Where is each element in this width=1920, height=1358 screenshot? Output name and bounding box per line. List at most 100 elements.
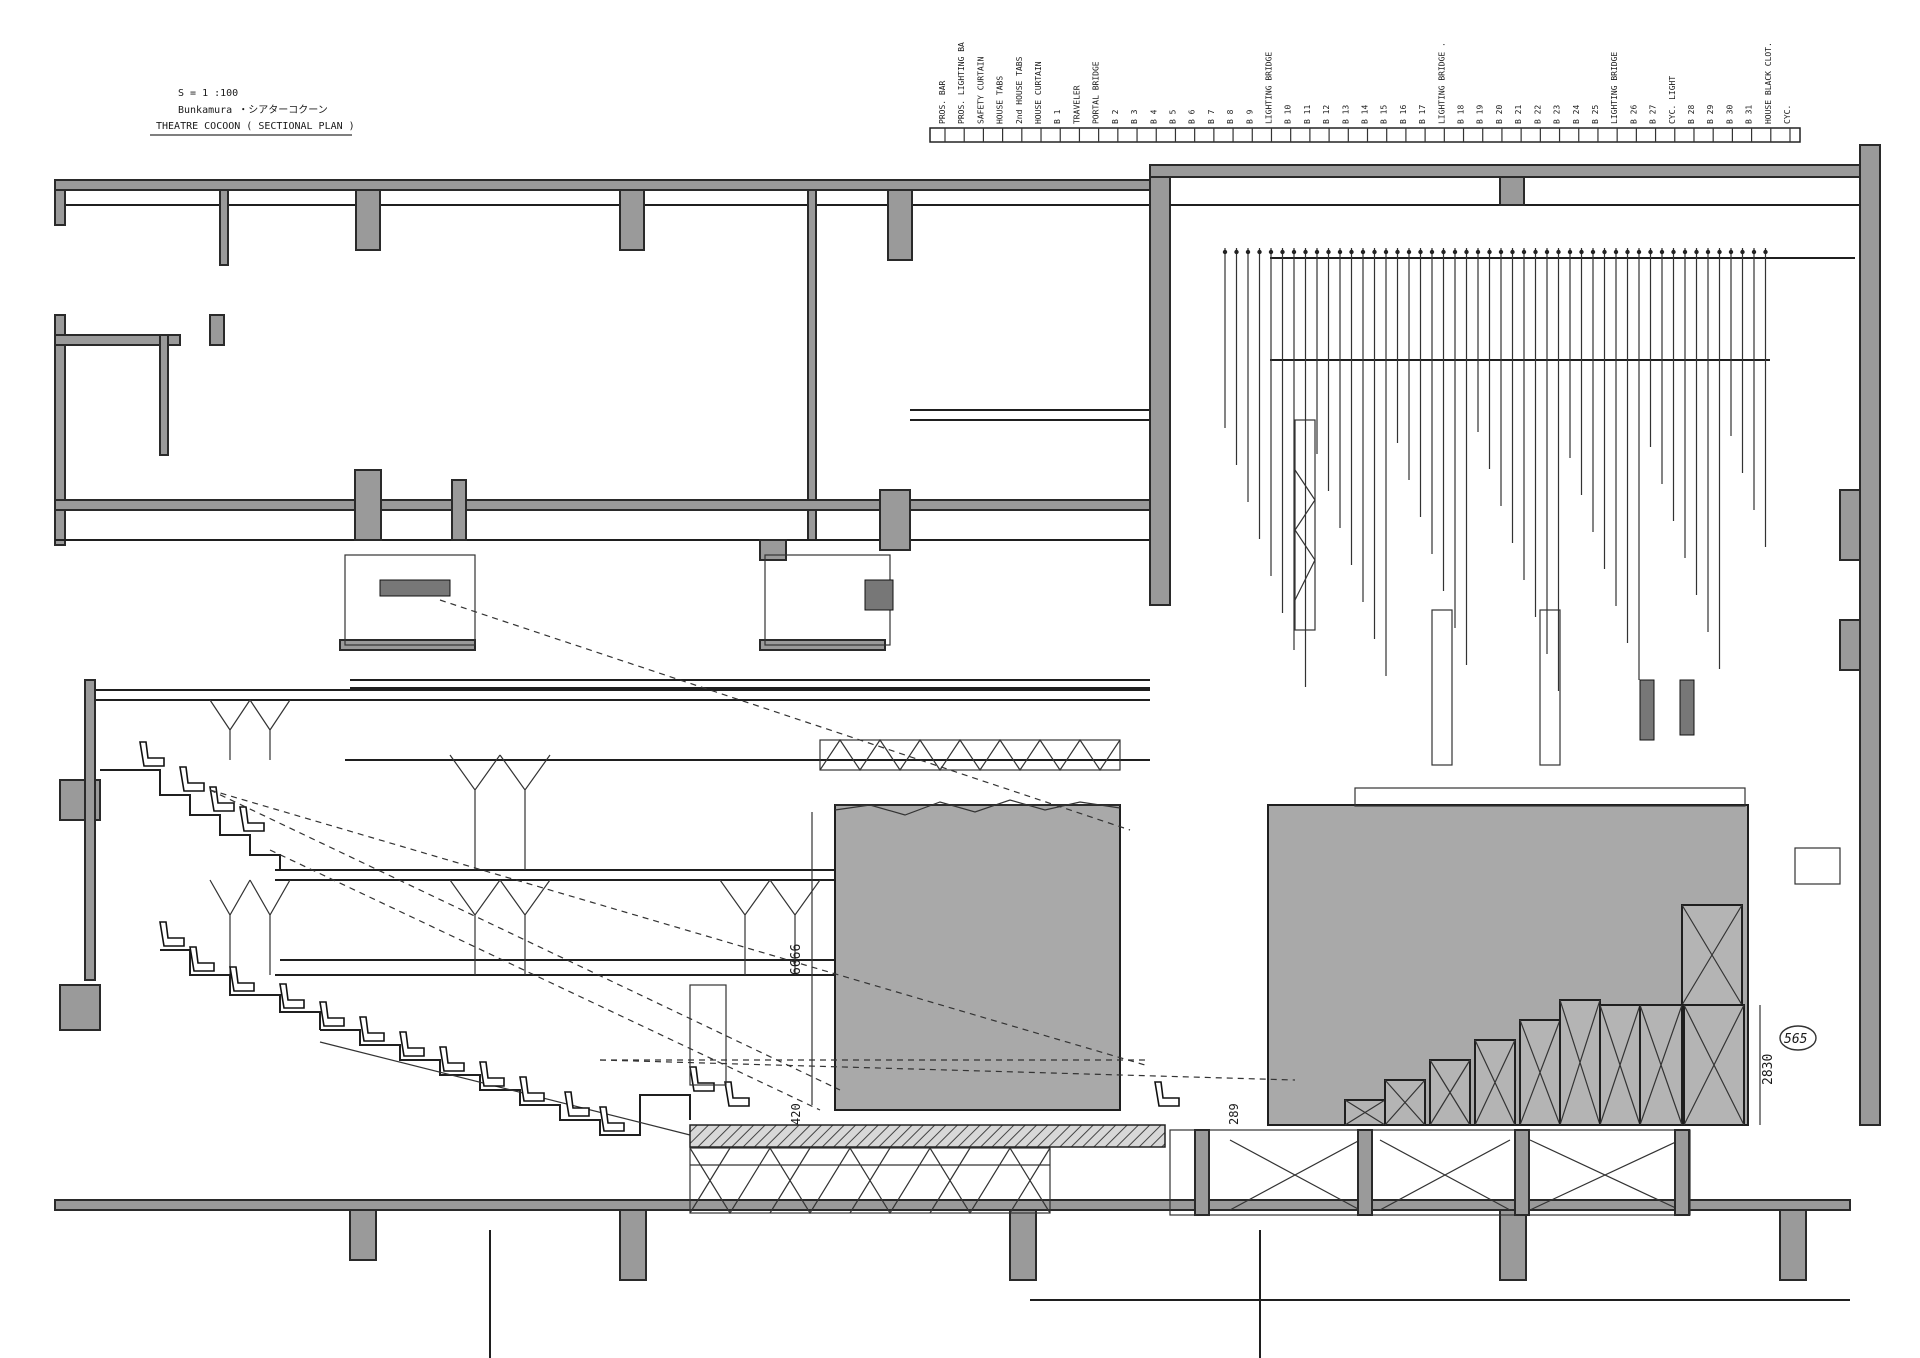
- fly-bar-pulley: [1441, 249, 1446, 255]
- fly-bar-label: HOUSE TABS: [996, 76, 1005, 124]
- fly-tower-right-wall: [1859, 144, 1881, 1126]
- dim-floor-label: 420: [789, 1103, 803, 1125]
- fly-bar-label: B 28: [1687, 105, 1696, 124]
- fly-bar-pulley: [1705, 249, 1711, 255]
- fly-bar-pulley: [1418, 249, 1423, 255]
- fly-bar-label: CYC. LIGHT: [1668, 76, 1677, 124]
- fly-bar-pulley: [1717, 249, 1722, 255]
- fly-bar-pulley: [1349, 249, 1354, 255]
- dim-riser-label: 289: [1227, 1103, 1241, 1125]
- riser-block: [1384, 1079, 1426, 1126]
- fly-bar-pulley: [1337, 249, 1343, 255]
- lighting-pipe: [1354, 787, 1746, 807]
- seat: [279, 983, 305, 1009]
- fly-bar-pulley: [1602, 249, 1607, 255]
- roof-pillar-3: [619, 189, 645, 251]
- lift-post-2: [1357, 1129, 1373, 1216]
- fly-bar-label: B 20: [1495, 105, 1504, 124]
- roof-stub-1: [54, 189, 66, 226]
- lift-post-4: [1674, 1129, 1690, 1216]
- fly-tower-roof: [1149, 164, 1881, 178]
- fly-bar-label: B 21: [1514, 105, 1523, 124]
- basement-pillar-3: [1009, 1209, 1037, 1281]
- fly-bar-pulley: [1326, 249, 1331, 255]
- fly-bar-pulley: [1556, 249, 1561, 255]
- riser-block: [1474, 1039, 1516, 1126]
- fly-bar-label: B 5: [1168, 109, 1177, 124]
- fly-bar-label: B 3: [1130, 109, 1139, 124]
- fly-bar-label: HOUSE BLACK CLOT.: [1764, 42, 1773, 124]
- fly-bar-pulley: [1625, 249, 1630, 255]
- title-block: S = 1 :100 Bunkamura ・シアターコクーン THEATRE C…: [150, 88, 355, 136]
- fly-bar-pulley: [1222, 249, 1228, 255]
- seat: [689, 1066, 715, 1092]
- fly-bars: [1222, 248, 1855, 691]
- fly-bar-label: B 23: [1553, 105, 1562, 124]
- fly-bar-pulley: [1280, 249, 1285, 255]
- fly-bar-pulley: [1395, 249, 1400, 255]
- proscenium-door: [689, 984, 727, 1086]
- basement-pillar-2: [619, 1209, 647, 1281]
- fly-bar-pulley: [1636, 249, 1642, 255]
- roof-pillar-2: [355, 189, 381, 251]
- fly-bar-label: B 9: [1245, 109, 1254, 124]
- fly-bar-label: B 8: [1226, 109, 1235, 124]
- balcony-rake: [100, 769, 691, 1136]
- riser-block: [1429, 1059, 1471, 1126]
- seat: [159, 921, 185, 947]
- basement-slab: [54, 1199, 1851, 1211]
- fly-bar-pulley: [1740, 249, 1745, 255]
- riser-block: [1683, 1004, 1745, 1126]
- fly-bar-label: PORTAL BRIDGE: [1092, 61, 1101, 124]
- fly-bar-pulley: [1579, 249, 1584, 255]
- fly-bar-label: B 24: [1572, 105, 1581, 124]
- fly-bar-label: B 14: [1361, 105, 1370, 124]
- fly-bar-label: B 22: [1533, 105, 1542, 124]
- fly-bar-pulley: [1533, 249, 1538, 255]
- annex-stub: [209, 314, 225, 346]
- fly-bar-label: B 19: [1476, 105, 1485, 124]
- riser-block: [1639, 1004, 1683, 1126]
- curtain-edge: [834, 799, 1121, 816]
- riser-block: [1559, 999, 1601, 1126]
- seat: [724, 1081, 750, 1107]
- venue-text: Bunkamura ・シアターコクーン: [178, 104, 328, 116]
- fly-roof-beam: [1499, 176, 1525, 206]
- lighting-bridge-1: [1431, 609, 1453, 766]
- fly-bar-pulley: [1751, 249, 1757, 255]
- right-buttress-1: [1839, 489, 1861, 561]
- fly-bar-pulley: [1291, 249, 1297, 255]
- fly-bar-label: B 16: [1399, 105, 1408, 124]
- seat: [189, 946, 215, 972]
- basement-pillar-1: [349, 1209, 377, 1261]
- riser-block: [1344, 1099, 1386, 1126]
- fly-tower-left-wall: [1149, 164, 1171, 606]
- lift-post-1: [1194, 1129, 1210, 1216]
- handwritten-circle: [1779, 1025, 1817, 1051]
- fly-bar-label: B 4: [1149, 109, 1158, 124]
- fly-bar-pulley: [1257, 249, 1262, 255]
- upper-floor-slab: [54, 499, 1161, 511]
- fly-bar-pulley: [1487, 249, 1492, 255]
- fly-bar-label: B 2: [1111, 109, 1120, 124]
- seat: [564, 1091, 590, 1117]
- fly-bar-label: SAFETY CURTAIN: [976, 56, 985, 124]
- fly-bar-pulley: [1268, 249, 1274, 255]
- seat: [319, 1001, 345, 1027]
- fly-bar-label: B 18: [1457, 105, 1466, 124]
- fly-bar-pulley: [1372, 249, 1377, 255]
- seat: [179, 766, 205, 792]
- stage-sub-frame: [689, 1147, 1051, 1214]
- gallery-braces: [209, 699, 821, 975]
- fly-bar-pulley: [1245, 249, 1251, 255]
- schedule-strip: [929, 127, 1801, 143]
- upper-pillar-1: [354, 469, 382, 541]
- fly-bar-label: B 11: [1303, 105, 1312, 124]
- seat: [479, 1061, 505, 1087]
- fly-bar-label: LIGHTING BRIDGE: [1264, 52, 1273, 124]
- fly-bar-pulley: [1671, 249, 1676, 255]
- fly-bar-pulley: [1763, 249, 1768, 255]
- annex-post: [159, 334, 169, 456]
- fly-bar-pulley: [1521, 249, 1527, 255]
